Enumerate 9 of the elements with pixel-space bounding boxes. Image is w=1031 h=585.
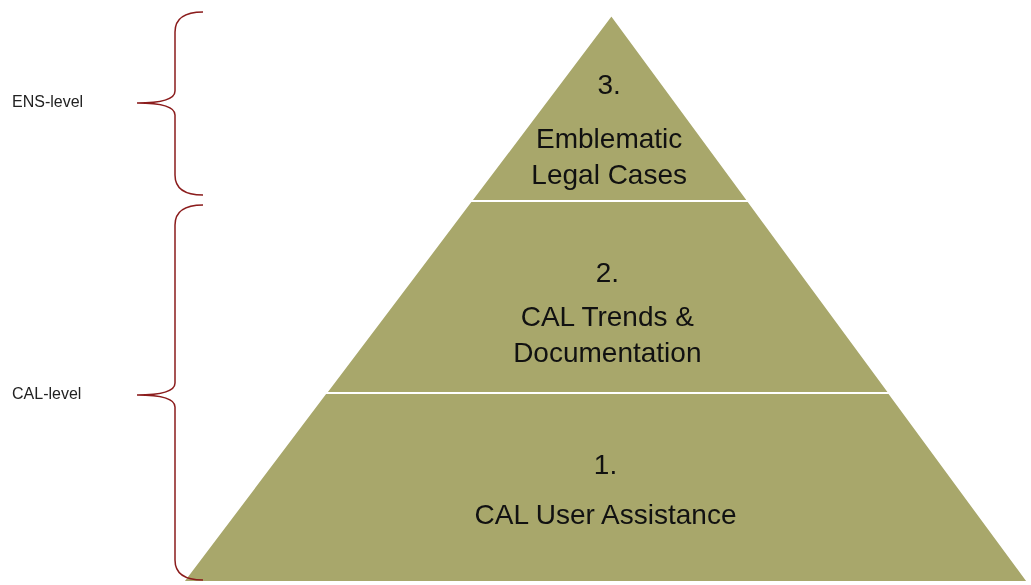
tier-number: 3. [596, 68, 622, 102]
tier-title: CAL Trends & Documentation [512, 300, 703, 370]
tier-number: 2. [594, 256, 620, 290]
pyramid-tier [183, 393, 1028, 582]
level-label: ENS-level [12, 93, 84, 111]
tier-number: 1. [592, 448, 619, 482]
tier-title: CAL User Assistance [473, 498, 738, 532]
tier-title: Emblematic Legal Cases [530, 122, 688, 192]
level-label: CAL-level [12, 385, 82, 403]
